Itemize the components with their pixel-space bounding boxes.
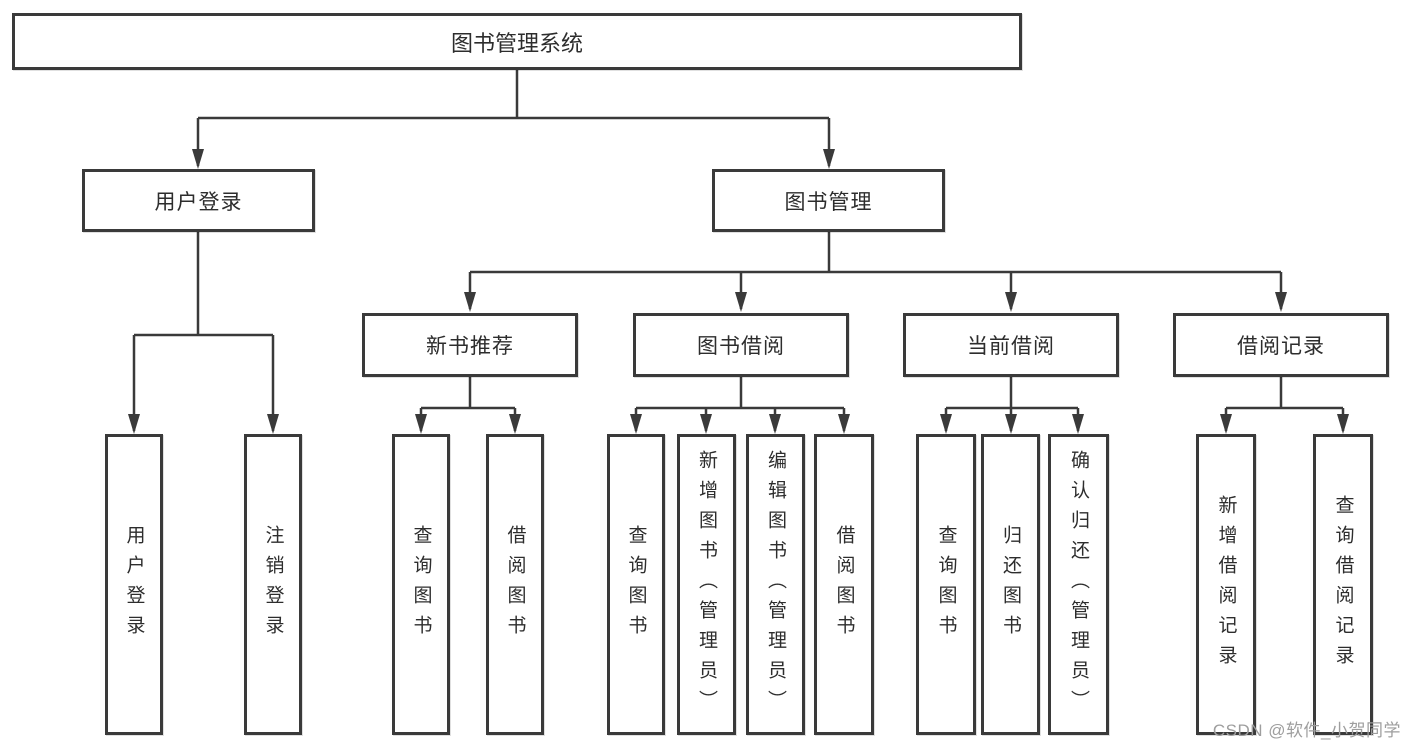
node-leaf-borrow-books-recommend: 借阅图书 <box>486 434 544 735</box>
node-label: 用户登录 <box>123 524 145 645</box>
node-label: 编辑图书（管理员） <box>765 449 786 720</box>
node-label: 注销登录 <box>262 524 284 645</box>
node-book-borrowing: 图书借阅 <box>633 313 849 377</box>
node-leaf-query-books-recommend: 查询图书 <box>392 434 450 735</box>
node-label: 借阅图书 <box>833 524 855 645</box>
node-label: 图书管理系统 <box>450 30 583 56</box>
node-borrowing-records: 借阅记录 <box>1173 313 1389 377</box>
node-leaf-query-books-borrowing: 查询图书 <box>607 434 665 735</box>
node-leaf-confirm-return-admin: 确认归还（管理员） <box>1048 434 1109 735</box>
node-leaf-query-books-current: 查询图书 <box>916 434 976 735</box>
node-label: 图书借阅 <box>697 335 785 358</box>
node-label: 查询图书 <box>410 524 432 645</box>
node-label: 新书推荐 <box>426 335 514 358</box>
node-label: 归还图书 <box>1000 524 1021 645</box>
node-leaf-return-books: 归还图书 <box>981 434 1040 735</box>
node-label: 图书管理 <box>784 190 873 214</box>
node-label: 查询图书 <box>625 524 647 645</box>
node-label: 借阅图书 <box>504 524 526 645</box>
node-leaf-query-borrowing-record: 查询借阅记录 <box>1313 434 1373 735</box>
node-label: 当前借阅 <box>967 335 1055 358</box>
node-library-management-system: 图书管理系统 <box>12 13 1022 70</box>
node-leaf-add-borrowing-record: 新增借阅记录 <box>1196 434 1256 735</box>
node-leaf-borrow-books: 借阅图书 <box>814 434 874 735</box>
node-leaf-edit-books-admin: 编辑图书（管理员） <box>746 434 805 735</box>
node-current-borrowing: 当前借阅 <box>903 313 1119 377</box>
node-label: 新增图书（管理员） <box>696 449 717 720</box>
node-new-book-recommend: 新书推荐 <box>362 313 578 377</box>
node-label: 借阅记录 <box>1237 335 1325 358</box>
node-label: 新增借阅记录 <box>1215 494 1237 675</box>
node-label: 查询借阅记录 <box>1332 494 1354 675</box>
node-leaf-add-books-admin: 新增图书（管理员） <box>677 434 736 735</box>
node-label: 用户登录 <box>154 190 243 214</box>
node-leaf-logout: 注销登录 <box>244 434 302 735</box>
node-label: 查询图书 <box>935 524 957 645</box>
node-book-management: 图书管理 <box>712 169 945 232</box>
node-leaf-user-login: 用户登录 <box>105 434 163 735</box>
node-user-login: 用户登录 <box>82 169 315 232</box>
node-label: 确认归还（管理员） <box>1068 449 1089 720</box>
